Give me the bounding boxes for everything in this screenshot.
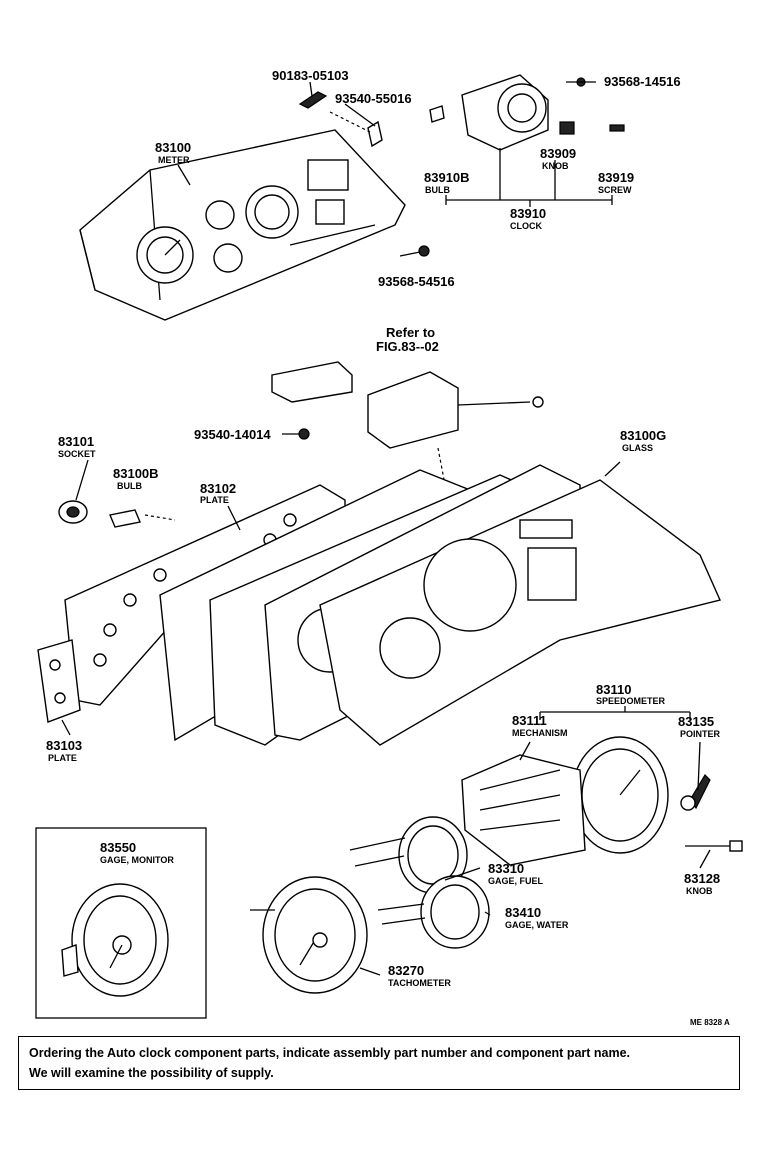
- label-83103: 83103: [46, 738, 82, 753]
- label-83128: 83128: [684, 871, 720, 886]
- mechanism-83111: [461, 754, 586, 866]
- glass-83100G: [319, 479, 721, 746]
- label-83101: 83101: [58, 434, 94, 449]
- label-83910: 83910: [510, 206, 546, 221]
- fuel-gauge-83310: [349, 816, 468, 894]
- clock-assembly: [429, 74, 625, 207]
- name-83100G: GLASS: [622, 443, 653, 453]
- meter-housing: [79, 129, 406, 321]
- label-90183: 90183-05103: [272, 68, 349, 83]
- name-83909: KNOB: [542, 161, 569, 171]
- name-83102: PLATE: [200, 495, 229, 505]
- speedometer-83110: [539, 706, 691, 854]
- screw-93568-54516: [399, 245, 430, 257]
- figure-code: ME 8328 A: [690, 1018, 730, 1027]
- name-83270: TACHOMETER: [388, 978, 451, 988]
- label-83100B: 83100B: [113, 466, 159, 481]
- label-83919: 83919: [598, 170, 634, 185]
- pointer-83135: [680, 774, 711, 811]
- label-83270: 83270: [388, 963, 424, 978]
- name-83100B: BULB: [117, 481, 142, 491]
- tachometer-83270: [250, 876, 368, 994]
- name-83310: GAGE, FUEL: [488, 876, 544, 886]
- label-83110: 83110: [596, 682, 631, 697]
- label-83310: 83310: [488, 861, 524, 876]
- leader-lines: [61, 81, 711, 976]
- plate-83103: [37, 639, 81, 723]
- name-83100: METER: [158, 155, 190, 165]
- refer-line-2: FIG.83--02: [376, 339, 439, 354]
- label-83111: 83111: [512, 713, 547, 728]
- name-83101: SOCKET: [58, 449, 96, 459]
- name-83410: GAGE, WATER: [505, 920, 569, 930]
- name-83910B: BULB: [425, 185, 450, 195]
- label-83135: 83135: [678, 714, 714, 729]
- part-labels: 90183-05103 93540-55016 93568-14516 8310…: [46, 68, 721, 988]
- screw-93540-55016: [329, 111, 383, 148]
- label-83100G: 83100G: [620, 428, 666, 443]
- label-93568-14516: 93568-14516: [604, 74, 681, 89]
- knob-83128: [685, 840, 743, 852]
- label-83410: 83410: [505, 905, 541, 920]
- label-83102: 83102: [200, 481, 236, 496]
- monitor-gauge-box: [35, 827, 207, 1019]
- refer-line-1: Refer to: [386, 325, 435, 340]
- label-83909: 83909: [540, 146, 576, 161]
- name-83910: CLOCK: [510, 221, 542, 231]
- name-83111: MECHANISM: [512, 728, 568, 738]
- note-line-2: We will examine the possibility of suppl…: [29, 1066, 274, 1080]
- label-93540-55016: 93540-55016: [335, 91, 412, 106]
- name-83135: POINTER: [680, 729, 721, 739]
- ordering-note: Ordering the Auto clock component parts,…: [18, 1036, 740, 1090]
- label-83910B: 83910B: [424, 170, 470, 185]
- label-93540-14014: 93540-14014: [194, 427, 271, 442]
- screw-90183: [298, 91, 328, 109]
- label-83550: 83550: [100, 840, 136, 855]
- name-83103: PLATE: [48, 753, 77, 763]
- note-line-1: Ordering the Auto clock component parts,…: [29, 1046, 631, 1060]
- printed-circuit-ref: [271, 361, 544, 491]
- name-83919: SCREW: [598, 185, 632, 195]
- name-83550: GAGE, MONITOR: [100, 855, 174, 865]
- name-83110: SPEEDOMETER: [596, 696, 666, 706]
- socket-83101: [58, 500, 88, 524]
- label-93568-54516: 93568-54516: [378, 274, 455, 289]
- name-83128: KNOB: [686, 886, 713, 896]
- bulb-83100B: [109, 509, 176, 528]
- water-gauge-83410: [377, 875, 490, 949]
- label-83100: 83100: [155, 140, 191, 155]
